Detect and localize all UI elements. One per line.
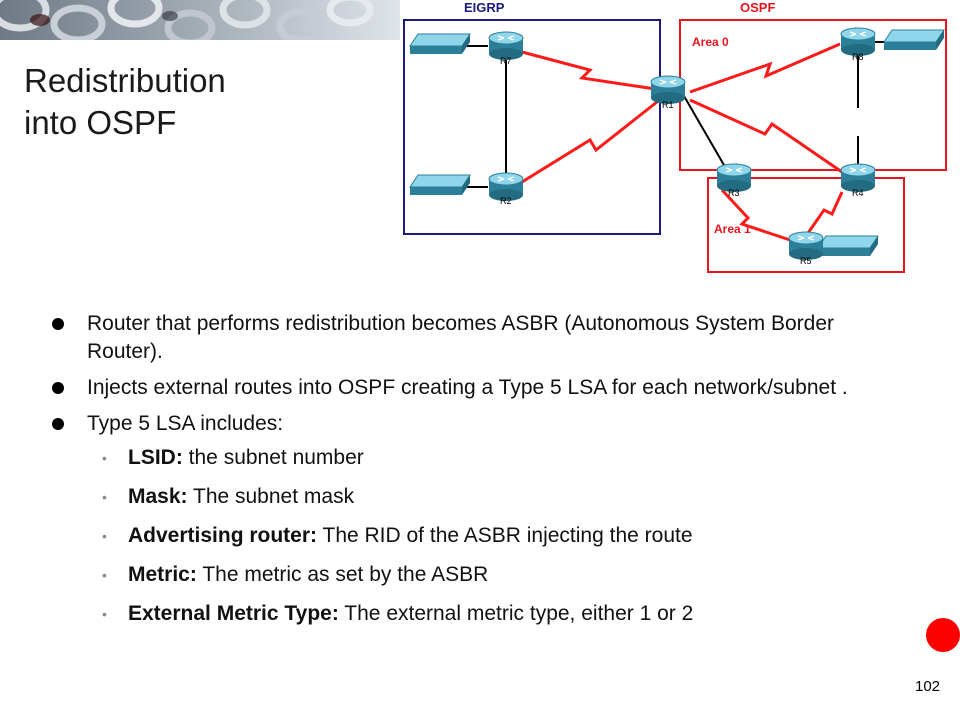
header-banner-image — [0, 0, 400, 40]
sub-bullet-icon: • — [102, 450, 107, 466]
router-label-r5: R5 — [800, 256, 812, 266]
router-label-r7: R7 — [500, 56, 512, 66]
sub-bullet-text: The RID of the ASBR injecting the route — [317, 524, 693, 547]
title-line-1: Redistribution — [24, 62, 226, 99]
slide-title: Redistribution into OSPF — [24, 60, 226, 144]
red-circle-marker-icon — [926, 618, 960, 652]
bullet-item: Router that performs redistribution beco… — [50, 310, 870, 366]
sub-bullet-term: LSID: — [128, 446, 183, 469]
sub-bullet-term: Advertising router: — [128, 524, 318, 547]
sub-bullet-icon: • — [102, 489, 107, 505]
router-label-r3: R3 — [728, 188, 740, 198]
sub-bullet-term: Metric: — [128, 563, 197, 586]
sub-bullet-term: External Metric Type: — [128, 602, 339, 625]
ospf-area1-box — [707, 177, 905, 273]
router-label-r2: R2 — [500, 196, 512, 206]
sub-bullet-icon: • — [102, 567, 107, 583]
bullet-item: Injects external routes into OSPF creati… — [50, 374, 870, 402]
sub-bullet-item: • LSID: the subnet number — [50, 444, 870, 472]
bullet-text: Router that performs redistribution beco… — [87, 312, 834, 363]
bullet-list: Router that performs redistribution beco… — [50, 310, 870, 639]
router-label-r8: R8 — [852, 52, 864, 62]
bullet-item: Type 5 LSA includes: — [50, 410, 870, 438]
bullet-text: Type 5 LSA includes: — [87, 412, 284, 435]
sub-bullet-icon: • — [102, 528, 107, 544]
router-label-r1: R1 — [662, 100, 674, 110]
bullet-dot-icon — [52, 382, 64, 394]
bullet-dot-icon — [52, 418, 64, 430]
sub-bullet-text: The subnet mask — [187, 485, 355, 508]
switch-r2-icon — [409, 174, 471, 196]
sub-bullet-text: The metric as set by the ASBR — [196, 563, 489, 586]
sub-bullet-item: • Mask: The subnet mask — [50, 483, 870, 511]
network-topology-diagram: EIGRP OSPF Area 0 Area 1 R7 R1 R2 R8 R3 — [403, 0, 947, 273]
bullet-dot-icon — [52, 318, 64, 330]
bullet-text: Injects external routes into OSPF creati… — [87, 376, 848, 399]
switch-r5-icon — [817, 235, 879, 257]
sub-bullet-item: • External Metric Type: The external met… — [50, 600, 870, 628]
sub-bullet-term: Mask: — [128, 485, 188, 508]
area0-label: Area 0 — [692, 35, 729, 49]
sub-bullet-text: the subnet number — [182, 446, 364, 469]
sub-bullet-icon: • — [102, 606, 107, 622]
ospf-label: OSPF — [740, 0, 775, 15]
switch-r8-icon — [883, 29, 945, 51]
switch-r7-icon — [409, 33, 471, 55]
sub-bullet-item: • Metric: The metric as set by the ASBR — [50, 561, 870, 589]
sub-bullet-item: • Advertising router: The RID of the ASB… — [50, 522, 870, 550]
eigrp-label: EIGRP — [464, 0, 505, 15]
sub-bullet-text: The external metric type, either 1 or 2 — [338, 602, 694, 625]
router-label-r4: R4 — [852, 188, 864, 198]
title-line-2: into OSPF — [24, 104, 177, 141]
page-number: 102 — [915, 678, 941, 695]
eigrp-domain-box — [403, 19, 661, 235]
